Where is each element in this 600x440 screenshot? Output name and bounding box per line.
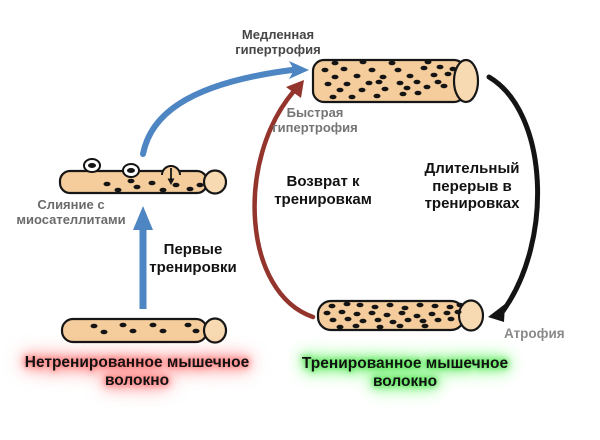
trained-fiber-label: Тренированное мышечное волокно [301,355,509,391]
long-break-arrow-icon [486,74,541,322]
untrained-fiber [60,317,228,344]
untrained-fiber-label: Нетренированное мышечное волокно [24,354,250,390]
trained-fiber [316,299,485,332]
hypertrophied-fiber [311,58,480,104]
first-workouts-label: Первые тренировки [149,241,237,276]
fusion-label: Слияние с миосателлитами [16,197,126,228]
first-workouts-arrow-icon [133,206,153,309]
return-to-training-arrow-icon [252,80,316,320]
slow-hypertrophy-label: Медленная гипертрофия [235,27,321,58]
return-to-training-label: Возврат к тренировкам [274,173,372,208]
fast-hypertrophy-label: Быстрая гипертрофия [272,105,358,136]
satellite-cell-icon [122,163,140,178]
satellite-fusion-fiber [58,158,228,195]
satellite-cell-icon [83,158,101,173]
long-break-label: Длительный перерыв в тренировках [424,160,520,213]
atrophy-label: Атрофия [504,326,565,341]
fusing-cell-icon [161,165,181,185]
slow-hypertrophy-arrow-icon [140,61,309,157]
